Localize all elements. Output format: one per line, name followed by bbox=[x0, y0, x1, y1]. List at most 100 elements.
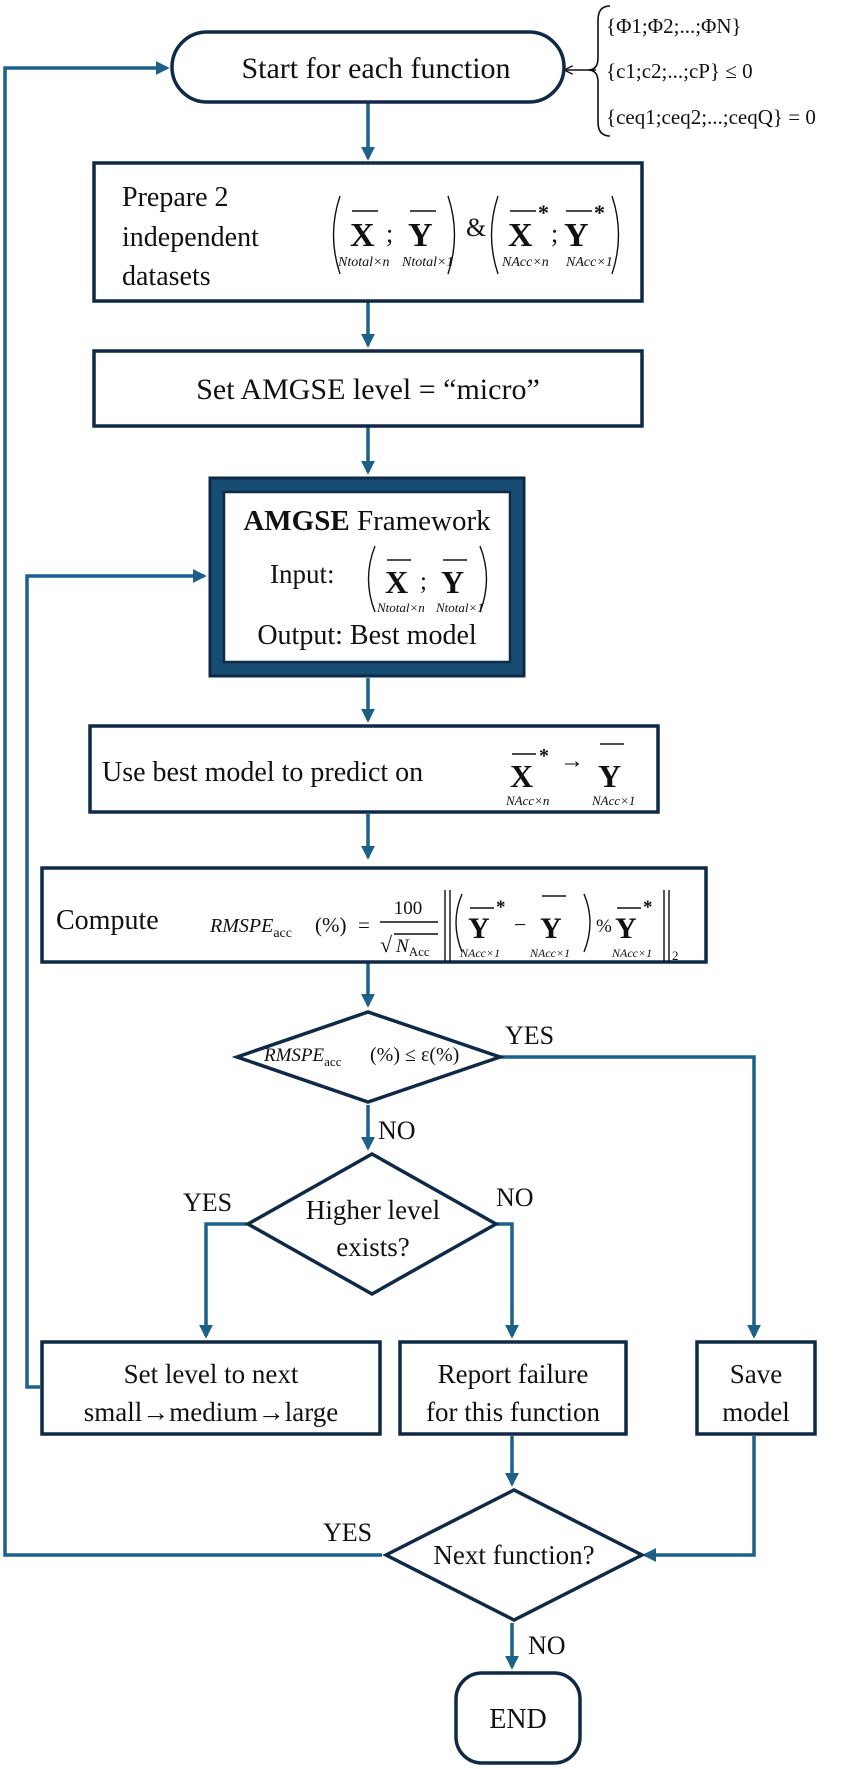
arrow-decision2-no-to-report bbox=[496, 1222, 519, 1339]
setnext-line1: Set level to next bbox=[124, 1359, 299, 1389]
connectors bbox=[3, 61, 761, 1670]
prepare-sub-total-1: Ntotal×1 bbox=[401, 255, 453, 270]
decision2-yes: YES bbox=[183, 1188, 232, 1217]
start-node: Start for each function bbox=[170, 30, 566, 104]
prepare-y1: Y bbox=[408, 217, 433, 254]
decision1-node: RMSPEacc (%) ≤ ε(%) YES NO bbox=[231, 1010, 554, 1145]
setlevel-box bbox=[92, 349, 644, 428]
compute-radical: √ bbox=[380, 932, 393, 957]
setnext-line2: small→medium→large bbox=[84, 1397, 338, 1427]
input-sets: {Φ1;Φ2;...;ΦN} {c1;c2;...;cP} ≤ 0 {ceq1;… bbox=[566, 5, 816, 137]
amgse-x: X bbox=[385, 564, 408, 600]
decision1-lhs: RMSPEacc bbox=[263, 1045, 342, 1069]
prepare-paren-close-2 bbox=[611, 195, 620, 275]
decision1-lhs-sub: acc bbox=[324, 1054, 342, 1069]
predict-arrow: → bbox=[560, 748, 584, 774]
setlevel-label: Set AMGSE level = “micro” bbox=[196, 373, 540, 406]
save-box bbox=[695, 1340, 817, 1436]
prepare-star-x2: * bbox=[538, 200, 549, 225]
decision2-diamond bbox=[244, 1151, 500, 1297]
compute-y2: Y bbox=[540, 912, 562, 945]
report-line2: for this function bbox=[426, 1397, 600, 1427]
prepare-y2: Y bbox=[564, 217, 589, 254]
arrow-decision2-yes-to-setnext bbox=[199, 1222, 247, 1339]
compute-star-1: * bbox=[496, 897, 506, 918]
predict-box bbox=[88, 724, 660, 814]
arrow-decision1-yes-to-save bbox=[500, 1055, 761, 1339]
prepare-sub-total-n: Ntotal×n bbox=[337, 255, 389, 270]
prepare-star-y2: * bbox=[594, 200, 605, 225]
compute-node: Compute RMSPEacc (%) = 100 √ NAcc Y * NA… bbox=[40, 866, 708, 964]
arrow-decision3-yes-loop-to-start bbox=[3, 61, 382, 1557]
compute-lhs-sub: acc bbox=[273, 926, 292, 941]
compute-den-main: N bbox=[395, 936, 410, 957]
predict-node: Use best model to predict on X * NAcc×n … bbox=[88, 724, 660, 814]
prepare-paren-open-2 bbox=[490, 195, 499, 275]
amgse-title-bold: AMGSE bbox=[243, 505, 349, 537]
decision3-diamond bbox=[382, 1488, 646, 1622]
setnext-box bbox=[40, 1340, 382, 1436]
amgse-semicolon: ; bbox=[420, 568, 427, 595]
report-line1: Report failure bbox=[438, 1359, 589, 1389]
compute-den-sub: Acc bbox=[409, 944, 430, 959]
arrow-setnext-loop-to-amgse bbox=[25, 569, 207, 1389]
decision2-line2: exists? bbox=[336, 1232, 410, 1262]
amgse-inner-box bbox=[222, 490, 512, 664]
predict-sub-acc-1: NAcc×1 bbox=[591, 793, 635, 808]
compute-sub-acc-1a: NAcc×1 bbox=[459, 946, 500, 960]
amgse-title-rest: Framework bbox=[357, 505, 491, 537]
predict-y: Y bbox=[598, 758, 621, 794]
compute-paren-open bbox=[455, 893, 463, 953]
input-set-equality: {ceq1;ceq2;...;ceqQ} = 0 bbox=[606, 105, 816, 129]
amgse-y: Y bbox=[441, 564, 464, 600]
save-line1: Save bbox=[730, 1359, 783, 1389]
compute-pct: (%) bbox=[315, 913, 346, 937]
save-node: Save model bbox=[695, 1340, 817, 1436]
amgse-title: AMGSE Framework bbox=[243, 505, 491, 537]
compute-y1: Y bbox=[468, 912, 490, 945]
compute-equals: = bbox=[358, 913, 370, 937]
prepare-box bbox=[92, 161, 644, 303]
compute-y3: Y bbox=[615, 912, 637, 945]
start-terminator bbox=[170, 30, 566, 104]
decision3-label: Next function? bbox=[433, 1540, 594, 1570]
compute-lhs-main: RMSPE bbox=[209, 915, 273, 937]
setlevel-node: Set AMGSE level = “micro” bbox=[92, 349, 644, 428]
input-set-phi: {Φ1;Φ2;...;ΦN} bbox=[606, 14, 742, 38]
decision1-rhs: (%) ≤ ε(%) bbox=[370, 1044, 459, 1066]
amgse-paren-open bbox=[367, 545, 376, 613]
report-node: Report failure for this function bbox=[398, 1340, 628, 1436]
input-set-inequality: {c1;c2;...;cP} ≤ 0 bbox=[606, 59, 753, 83]
decision1-no: NO bbox=[378, 1116, 416, 1145]
decision2-line1: Higher level bbox=[306, 1195, 440, 1225]
end-terminator bbox=[454, 1671, 582, 1765]
decision3-yes: YES bbox=[323, 1518, 372, 1547]
prepare-line3: datasets bbox=[122, 261, 211, 292]
prepare-line2: independent bbox=[122, 222, 259, 253]
prepare-semicolon-1: ; bbox=[386, 219, 393, 248]
compute-paren-close bbox=[583, 893, 591, 953]
amgse-sub-total-n: Ntotal×n bbox=[376, 600, 425, 615]
prepare-paren-close-1 bbox=[447, 195, 456, 275]
prepare-semicolon-2: ; bbox=[551, 219, 558, 248]
prepare-x1: X bbox=[350, 217, 375, 254]
compute-numerator: 100 bbox=[394, 898, 423, 919]
prepare-line1: Prepare 2 bbox=[122, 182, 229, 213]
amgse-sub-total-1: Ntotal×1 bbox=[435, 600, 484, 615]
end-node: END bbox=[454, 1671, 582, 1765]
amgse-paren-close bbox=[479, 545, 488, 613]
amgse-node: AMGSE Framework Input: X Ntotal×n ; Y Nt… bbox=[208, 476, 526, 678]
compute-label: Compute bbox=[56, 905, 159, 936]
compute-minus: − bbox=[514, 912, 526, 937]
input-brace bbox=[587, 5, 611, 137]
predict-sub-acc-n: NAcc×n bbox=[505, 793, 549, 808]
prepare-x2: X bbox=[508, 217, 533, 254]
decision1-diamond bbox=[231, 1010, 506, 1104]
amgse-output-label: Output: Best model bbox=[257, 620, 477, 651]
arrow-save-to-decision3 bbox=[642, 1436, 756, 1562]
decision2-no: NO bbox=[496, 1183, 534, 1212]
prepare-sub-acc-n: NAcc×n bbox=[501, 255, 549, 270]
compute-lhs: RMSPEacc bbox=[209, 915, 292, 941]
prepare-node: Prepare 2 independent datasets X Ntotal×… bbox=[92, 161, 644, 303]
